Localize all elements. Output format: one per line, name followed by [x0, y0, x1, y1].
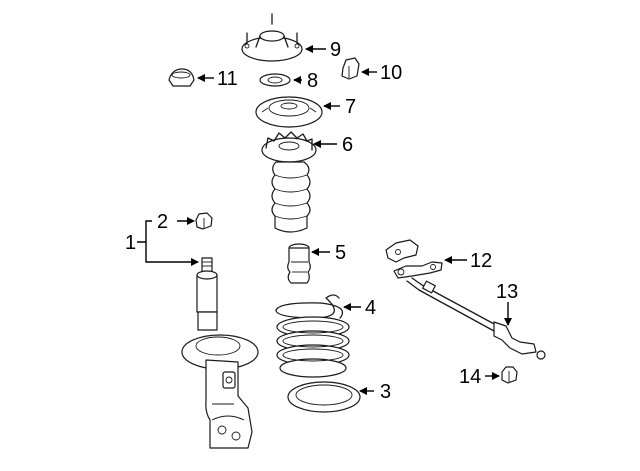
callout-7: 7: [345, 96, 356, 118]
callout-8: 8: [307, 70, 318, 92]
spring-seat-part[interactable]: [287, 381, 361, 413]
upper-strut-mount-part[interactable]: [241, 13, 303, 62]
callout-10: 10: [380, 62, 402, 84]
bump-stop-part[interactable]: [287, 243, 311, 284]
callout-13: 13: [496, 281, 518, 303]
callout-1: 1: [125, 232, 136, 254]
leader-lines: [137, 45, 512, 395]
callout-2: 2: [157, 211, 168, 233]
callout-5: 5: [335, 242, 346, 264]
mount-nut-part[interactable]: [341, 57, 360, 80]
stabilizer-link-bracket-part[interactable]: [385, 239, 443, 279]
callout-4: 4: [365, 297, 376, 319]
callout-12: 12: [470, 250, 492, 272]
strut-nut-part[interactable]: [195, 212, 213, 230]
strut-assembly-part[interactable]: [181, 257, 259, 449]
callout-6: 6: [342, 134, 353, 156]
dust-boot-part[interactable]: [261, 131, 317, 233]
callout-11: 11: [217, 68, 238, 90]
upper-insulator-part[interactable]: [255, 96, 323, 128]
callout-3: 3: [380, 381, 391, 403]
callout-9: 9: [330, 39, 341, 61]
stabilizer-link-part[interactable]: [406, 277, 546, 360]
callout-14: 14: [459, 366, 481, 388]
link-nut-part[interactable]: [501, 366, 518, 384]
strut-bearing-part[interactable]: [259, 73, 291, 87]
coil-spring-part[interactable]: [275, 294, 350, 378]
strut-cap-part[interactable]: [168, 68, 195, 87]
